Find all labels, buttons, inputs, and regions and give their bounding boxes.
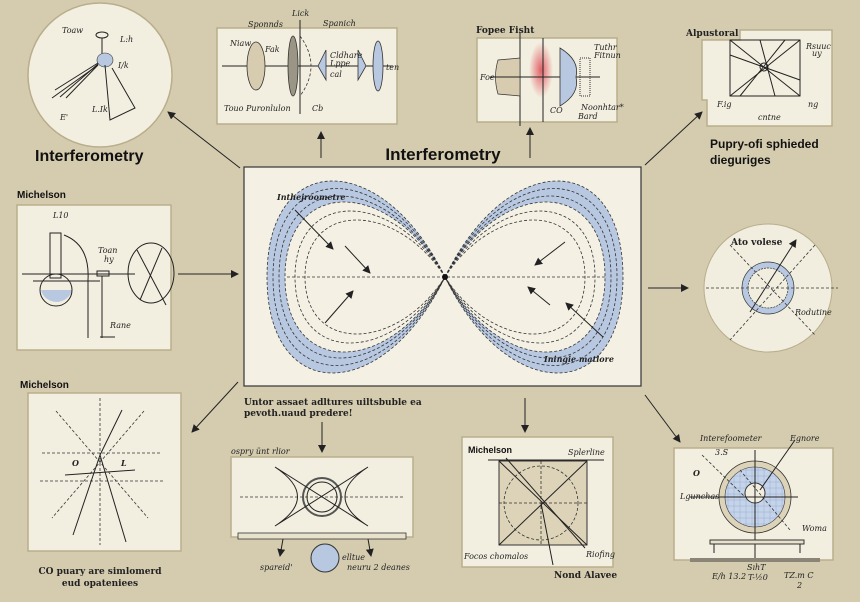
center-caption: pevoth.uaud predere! bbox=[244, 409, 353, 419]
label: uy bbox=[812, 49, 822, 58]
label: Toaw bbox=[62, 26, 83, 35]
label: Cb bbox=[312, 104, 323, 113]
top-left-circle-diagram: Toaw L:h I/k L.Ik E' bbox=[27, 2, 173, 148]
label: ten bbox=[386, 63, 399, 72]
lemniscate-fringes bbox=[266, 180, 624, 374]
center-title: Interferometry bbox=[385, 145, 501, 164]
label: Rane bbox=[109, 321, 131, 330]
label: L.Ik bbox=[91, 105, 108, 114]
top-left-title: Interferometry bbox=[35, 148, 144, 165]
label: Ato volese bbox=[730, 238, 783, 248]
michelson-square-panel: Michelson Splerline Focos chomalos Riofi… bbox=[461, 436, 617, 581]
label: Spanich bbox=[323, 19, 356, 28]
bottom-mid-title: ospry ünt rlior bbox=[231, 447, 291, 456]
interferometer-title: Interefoometer bbox=[699, 434, 763, 443]
label: ng bbox=[808, 100, 818, 109]
label: Focos chomalos bbox=[463, 552, 528, 561]
caption: CO puary are simlomerd bbox=[38, 567, 162, 577]
label: Niaw bbox=[229, 39, 251, 48]
label: Sponnds bbox=[248, 20, 283, 29]
label: Nond Alavee bbox=[554, 571, 617, 581]
label: Tuthr bbox=[594, 43, 618, 52]
label: I/k bbox=[117, 61, 129, 70]
lens-panel: Lick Sponnds Spanich Niaw Fak Cldhare Lp… bbox=[216, 9, 399, 125]
label: O bbox=[72, 458, 79, 468]
label: 2 bbox=[796, 581, 802, 590]
bottom-mid-panel: ospry ünt rlior spareid' elltue neuru 2 … bbox=[230, 447, 414, 573]
caption: eud opateniees bbox=[62, 579, 138, 589]
top-right-caption: dieguriges bbox=[710, 153, 771, 167]
label: Fak bbox=[264, 45, 280, 54]
label: cal bbox=[330, 70, 342, 79]
label: T-½0 bbox=[748, 573, 768, 582]
center-caption: Untor assaet adltures uiltsbuble ea bbox=[244, 398, 422, 408]
label: Bard bbox=[577, 112, 598, 121]
label: Riofing bbox=[585, 550, 615, 559]
label: L bbox=[120, 458, 127, 468]
label: SıhT bbox=[747, 563, 766, 572]
fringe-curve bbox=[278, 195, 446, 359]
top-right-panel: Alpustoral Rsuuc uy F.ig ng cntne Pupry-… bbox=[685, 29, 833, 167]
label: Cldhare bbox=[330, 51, 363, 60]
label: Splerline bbox=[568, 448, 605, 457]
michelson-left-title: Michelson bbox=[17, 190, 66, 201]
label: Iningie matlore bbox=[543, 354, 614, 364]
top-right-caption: Pupry-ofi sphieded bbox=[710, 137, 819, 151]
label: Fitnun bbox=[593, 51, 621, 60]
interferometer-panel: Interefoometer 3.S Egnore O Lgunchas Wom… bbox=[673, 434, 834, 590]
label: TZ.m C bbox=[784, 571, 814, 580]
label: Egnore bbox=[789, 434, 820, 443]
label: spareid' bbox=[260, 563, 292, 572]
fringe-curve bbox=[304, 219, 446, 335]
label: E' bbox=[59, 113, 68, 122]
focus-panel: Fopee Fisht Foe Tuthr Fitnun CO Noonhtar… bbox=[476, 26, 624, 126]
fringe-curve bbox=[444, 210, 596, 344]
label: Toan bbox=[98, 246, 117, 255]
label: CO bbox=[550, 106, 563, 115]
label: Touo Puronlulon bbox=[224, 104, 291, 113]
label: elltue bbox=[342, 553, 365, 562]
michelson-bottom-panel: Michelson O L CO puary are simlomerd eud… bbox=[20, 380, 182, 589]
right-circle-diagram: Ato volese Rodutine bbox=[703, 223, 838, 353]
michelson-square-title: Michelson bbox=[468, 445, 512, 455]
label: Lppe bbox=[329, 59, 351, 68]
label: neuru 2 deanes bbox=[347, 563, 410, 572]
label: L:h bbox=[119, 35, 133, 44]
connector-arrows bbox=[167, 111, 703, 453]
label: Lick bbox=[291, 9, 309, 18]
label: Foe bbox=[479, 73, 495, 82]
label: Rodutine bbox=[794, 308, 832, 317]
label: O bbox=[693, 468, 700, 478]
label: hy bbox=[104, 255, 114, 264]
michelson-left-panel: Michelson L10 Toan hy Rane bbox=[16, 190, 175, 351]
center-panel: Inthejroometre Iningie matlore bbox=[243, 166, 642, 387]
fringe-curve bbox=[294, 210, 446, 344]
label: Woma bbox=[802, 524, 827, 533]
fringe-curve bbox=[444, 219, 586, 335]
label: Lgunchas bbox=[679, 492, 719, 501]
label: cntne bbox=[758, 113, 781, 122]
label: 3.S bbox=[715, 448, 729, 457]
fringe-curve bbox=[284, 201, 446, 353]
michelson-bottom-title: Michelson bbox=[20, 380, 69, 391]
focus-panel-title: Fopee Fisht bbox=[476, 26, 535, 36]
label: E/h 13.2 bbox=[711, 572, 746, 581]
fringe-curve bbox=[444, 195, 612, 359]
top-right-title: Alpustoral bbox=[685, 29, 739, 39]
label: Noonhtar* bbox=[580, 103, 624, 112]
label: L10 bbox=[52, 211, 69, 220]
label: Rsuuc bbox=[805, 42, 831, 51]
label: Inthejroometre bbox=[276, 192, 346, 202]
label: F.ig bbox=[716, 100, 732, 109]
fringe-curve bbox=[444, 201, 606, 353]
